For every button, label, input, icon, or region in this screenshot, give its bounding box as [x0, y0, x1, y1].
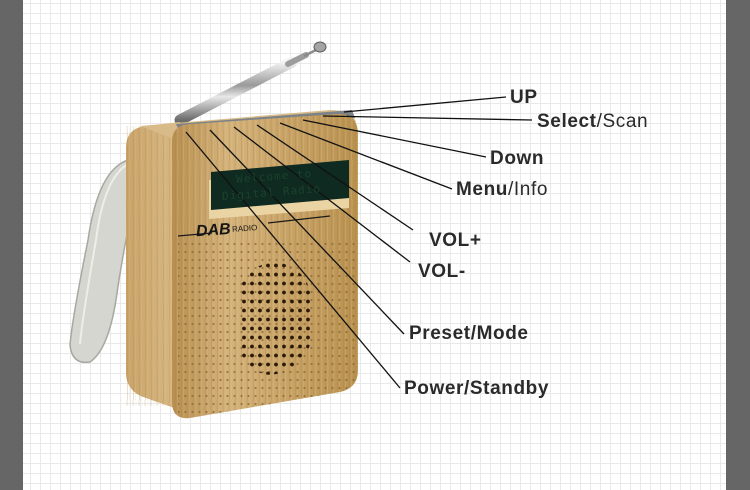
label-info-text: /Info	[508, 179, 548, 200]
leader-lines	[185, 96, 533, 389]
left-side-band	[0, 0, 23, 490]
label-up-text: UP	[510, 87, 538, 108]
label-menu-text: Menu	[456, 179, 509, 200]
label-scan-text: /Scan	[596, 111, 649, 132]
label-power-standby-text: Power/Standby	[404, 378, 550, 399]
label-select-text: Select	[537, 111, 597, 132]
lcd-screen	[211, 160, 349, 210]
label-preset-mode: Preset/Mode	[409, 324, 529, 343]
label-vol-plus: VOL+	[429, 231, 482, 250]
strap	[69, 157, 141, 364]
right-side-band	[726, 0, 750, 490]
label-preset-mode-text: Preset/Mode	[409, 323, 529, 344]
radio-wordmark: RADIO	[231, 223, 258, 234]
label-vol-minus: VOL-	[418, 262, 466, 281]
label-up: UP	[510, 88, 538, 107]
label-vol-minus-text: VOL-	[418, 261, 466, 282]
label-vol-plus-text: VOL+	[429, 230, 482, 251]
dab-logo: DAB	[195, 220, 232, 241]
label-down-text: Down	[490, 148, 545, 169]
label-select-scan: Select/Scan	[537, 112, 648, 131]
antenna	[174, 41, 327, 126]
label-menu-info: Menu/Info	[456, 180, 548, 199]
label-power-standby: Power/Standby	[404, 379, 549, 398]
label-down: Down	[490, 149, 544, 168]
